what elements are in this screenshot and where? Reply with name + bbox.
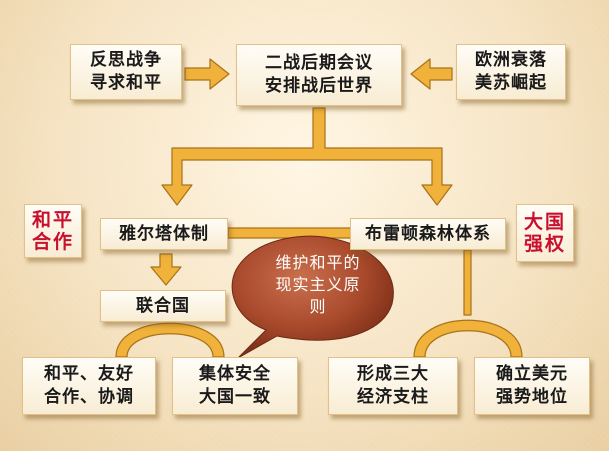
node-peace-friendship-line2: 合作、协调 [44, 387, 134, 407]
node-us-dollar: 确立美元 强势地位 [474, 357, 590, 415]
node-collective-security-line2: 大国一致 [199, 387, 271, 407]
node-bretton-woods-label: 布雷顿森林体系 [365, 223, 491, 244]
node-postwar-conference: 二战后期会议 安排战后世界 [236, 44, 402, 106]
node-europe-decline-line2: 美苏崛起 [475, 73, 547, 93]
arch-bw [413, 319, 523, 358]
node-great-power-line1: 大国 [523, 211, 566, 233]
node-three-pillars-line1: 形成三大 [357, 364, 429, 384]
node-europe-decline-line1: 欧洲衰落 [475, 50, 547, 70]
bubble-text: 维护和平的 现实主义原 则 [258, 252, 378, 318]
node-three-pillars-line2: 经济支柱 [357, 387, 429, 407]
node-postwar-conference-line1: 二战后期会议 [265, 53, 373, 73]
node-bretton-woods: 布雷顿森林体系 [350, 218, 506, 250]
node-europe-decline: 欧洲衰落 美苏崛起 [456, 44, 566, 100]
bubble-line2: 现实主义原 [275, 275, 361, 294]
node-peace-cooperation-line1: 和平 [31, 209, 74, 231]
bubble-line3: 则 [309, 297, 327, 316]
node-three-pillars: 形成三大 经济支柱 [328, 357, 458, 415]
node-postwar-conference-line2: 安排战后世界 [265, 76, 373, 96]
node-yalta-label: 雅尔塔体制 [119, 223, 209, 244]
node-great-power-line2: 强权 [523, 233, 566, 255]
arrow-tree [161, 107, 453, 206]
node-reflect-war-line1: 反思战争 [90, 50, 162, 70]
node-collective-security: 集体安全 大国一致 [172, 357, 298, 415]
node-yalta: 雅尔塔体制 [100, 218, 228, 250]
node-us-dollar-line2: 强势地位 [496, 387, 568, 407]
node-peace-cooperation: 和平 合作 [24, 204, 82, 258]
link-bar [227, 227, 352, 239]
node-collective-security-line1: 集体安全 [199, 364, 271, 384]
node-peace-friendship: 和平、友好 合作、协调 [22, 357, 156, 415]
arrow-down-un [150, 253, 182, 286]
arch-un [115, 322, 225, 358]
node-great-power: 大国 强权 [516, 204, 574, 262]
node-peace-friendship-line1: 和平、友好 [44, 364, 134, 384]
arrow-right-1 [184, 58, 230, 90]
node-united-nations-label: 联合国 [136, 295, 190, 316]
node-reflect-war: 反思战争 寻求和平 [70, 44, 182, 100]
node-united-nations: 联合国 [100, 290, 226, 322]
arrow-left-1 [410, 58, 453, 90]
node-peace-cooperation-line2: 合作 [31, 231, 74, 253]
bubble-line1: 维护和平的 [275, 253, 361, 272]
speech-bubble [231, 235, 394, 359]
bw-stem [463, 249, 472, 316]
node-reflect-war-line2: 寻求和平 [90, 73, 162, 93]
node-us-dollar-line1: 确立美元 [496, 364, 568, 384]
